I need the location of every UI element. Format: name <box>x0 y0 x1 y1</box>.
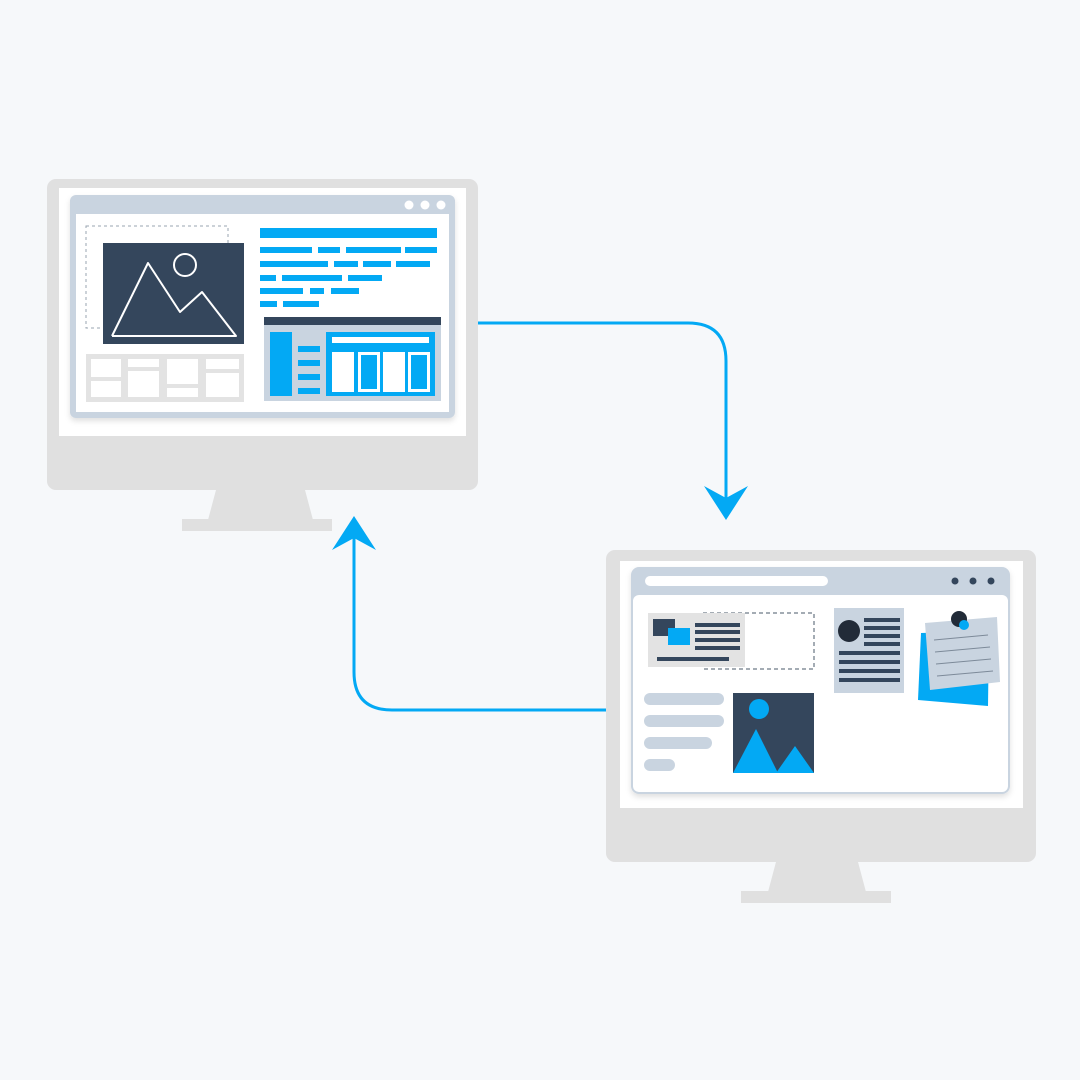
pill-list <box>644 693 724 771</box>
window-dot-icon[interactable] <box>436 200 446 210</box>
monitor-left <box>47 179 478 531</box>
sticky-note-icon <box>918 611 1000 706</box>
monitor-base <box>182 519 332 531</box>
window-dot-icon[interactable] <box>987 577 995 585</box>
monitor-base <box>741 891 891 903</box>
window-dot-icon[interactable] <box>420 200 430 210</box>
arrowhead-up-icon <box>332 516 376 550</box>
image-placeholder-icon <box>103 243 244 344</box>
media-text-card <box>648 613 745 667</box>
profile-card <box>834 608 904 693</box>
monitor-stand <box>208 490 313 520</box>
monitor-right <box>606 550 1036 903</box>
arrow-to-left-monitor <box>332 516 608 712</box>
grid-placeholder <box>86 354 244 402</box>
arrow-to-right-monitor <box>478 321 748 520</box>
image-placeholder-icon <box>733 693 814 773</box>
table-widget <box>264 317 441 401</box>
arrowhead-down-icon <box>704 486 748 520</box>
address-bar[interactable] <box>645 576 828 586</box>
avatar-icon <box>838 620 860 642</box>
text-lines <box>260 228 437 307</box>
window-dot-icon[interactable] <box>404 200 414 210</box>
window-dot-icon[interactable] <box>969 577 977 585</box>
monitor-stand <box>768 862 866 892</box>
window-dot-icon[interactable] <box>951 577 959 585</box>
